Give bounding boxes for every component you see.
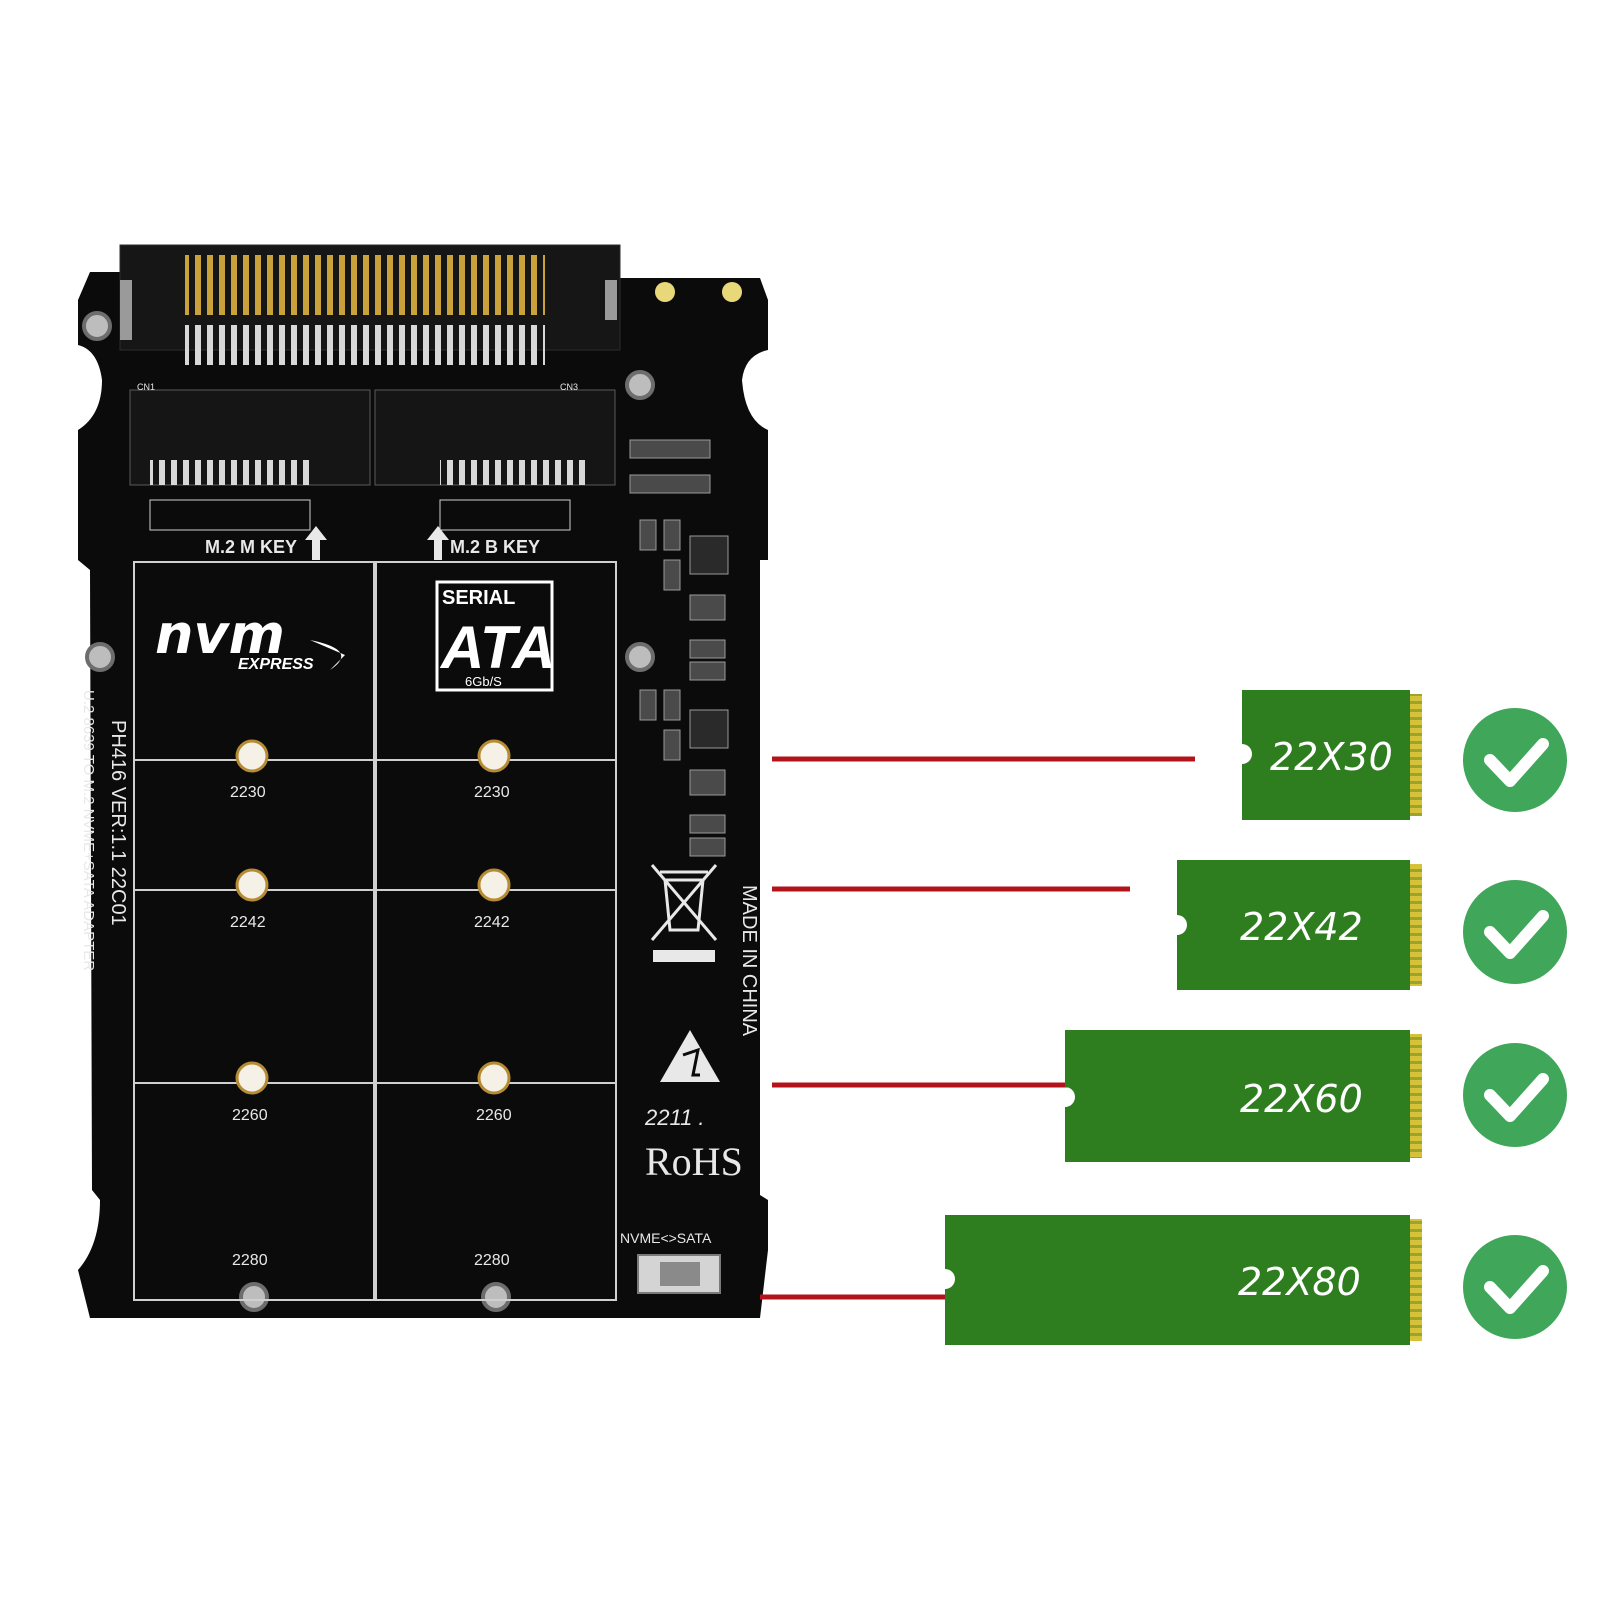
sata-logo-top: SERIAL	[442, 587, 515, 609]
date-code: 2211 .	[644, 1105, 705, 1130]
model-line: PH416 VER:1.1 22C01	[107, 720, 129, 926]
size-mark-left: 2280	[232, 1252, 268, 1269]
weee-bin-icon	[650, 864, 718, 962]
description-line: U.2 8639 TO M.2 NVME+SATA ADAPTER	[80, 690, 97, 971]
size-mark-left: 2260	[232, 1107, 268, 1124]
sata-logo-bottom: 6Gb/S	[465, 674, 502, 689]
smd-components	[629, 439, 729, 857]
nvm-logo-sub: EXPRESS	[238, 656, 314, 673]
m2-sockets	[129, 389, 616, 531]
size-marks: 2230 2242 2260 2280 2230 2242 2260 2280	[230, 784, 512, 1269]
check-icon	[1463, 1235, 1567, 1339]
adapter-board	[78, 250, 768, 1318]
size-mark-left: 2230	[230, 784, 266, 801]
u2-connector	[119, 244, 621, 365]
module-22x60: 22X60	[1065, 1030, 1422, 1162]
size-mark-right: 2280	[474, 1252, 510, 1269]
pointer-lines	[760, 756, 1195, 1300]
switch-label: NVME<>SATA	[620, 1230, 712, 1246]
module-label: 22X42	[1240, 905, 1363, 949]
connector-right-label: CN3	[560, 382, 578, 392]
made-in-label: MADE IN CHINA	[738, 885, 760, 1037]
rohs-mark: RoHS	[645, 1139, 743, 1184]
size-mark-right: 2230	[474, 784, 510, 801]
size-mark-left: 2242	[230, 914, 266, 931]
serial-ata-logo: SERIAL ATA 6Gb/S	[435, 580, 555, 692]
module-22x30: 22X30	[1242, 690, 1422, 820]
size-mark-right: 2260	[476, 1107, 512, 1124]
esd-warning-icon	[660, 1030, 720, 1082]
module-22x80: 22X80	[945, 1215, 1422, 1345]
connector-left-label: CN1	[137, 382, 155, 392]
size-holes	[235, 739, 511, 1095]
module-label: 22X80	[1238, 1260, 1361, 1304]
m-key-label: M.2 M KEY	[205, 537, 297, 557]
size-mark-right: 2242	[474, 914, 510, 931]
mounting-holes	[82, 311, 655, 1312]
check-icon	[1463, 1043, 1567, 1147]
module-22x42: 22X42	[1177, 860, 1422, 990]
check-icon	[1463, 708, 1567, 812]
b-key-label: M.2 B KEY	[450, 537, 540, 557]
nvm-express-logo: nvm EXPRESS	[155, 603, 345, 673]
status-leds	[655, 282, 742, 302]
size-grid	[133, 561, 617, 1301]
sata-logo-main: ATA	[439, 614, 555, 681]
module-label: 22X30	[1270, 735, 1393, 779]
arrow-up-icon	[305, 526, 327, 560]
check-icon	[1463, 880, 1567, 984]
arrow-up-icon	[427, 526, 449, 560]
nvme-sata-switch	[637, 1254, 721, 1294]
nvm-logo-text: nvm	[155, 603, 285, 666]
module-label: 22X60	[1240, 1077, 1363, 1121]
